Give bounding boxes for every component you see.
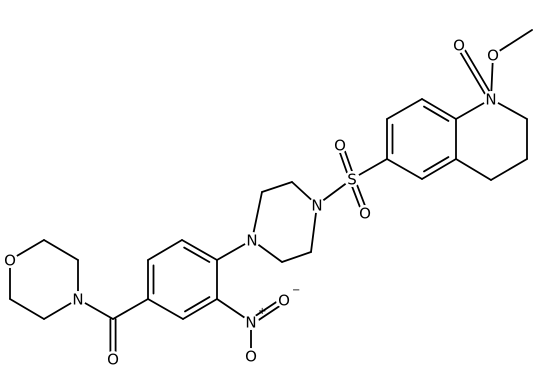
atom-mask-nitro-oxygen-right [276,292,292,308]
bond-a1-a2-inner [183,246,211,263]
bond-pb-npl [251,191,263,241]
bond-c5-c6 [386,158,423,180]
bond-a4-ca [112,298,149,320]
bond-m1-m2 [43,239,79,261]
bond-lines [9,29,533,360]
charge-nitro-oxygen-right: − [292,285,300,296]
bond-c8-c8a-inner [423,105,450,122]
bond-cc-oc-a [460,42,495,99]
atom-mask-quinoline-nitrogen [483,91,499,107]
atom-mask-morpholine-nitrogen [70,291,86,307]
atom-label-sulfonyl-oxygen-top: O [334,137,346,155]
atom-label-morpholine-oxygen: O [4,252,16,270]
bond-a5-a6 [182,298,218,320]
atom-mask-morpholine-oxygen [2,252,18,268]
bond-c8-c8a [421,98,457,120]
bond-pa-pb [261,181,293,193]
atom-label-morpholine-nitrogen: N [72,291,83,309]
atom-label-carbonyl-oxygen: O [453,37,465,55]
atom-mask-sulfonyl-oxygen-top [332,137,348,153]
atom-label-quinoline-nitrogen: N [485,91,496,109]
bond-c4a-c5-inner [423,156,450,173]
atom-mask-sulfonyl-oxygen-bottom [357,205,373,221]
bond-a1-a2 [181,239,218,261]
bond-a5-a6-inner [184,296,211,313]
atom-label-piperazine-nitrogen-right: N [311,197,322,215]
bond-pc-pd [281,251,312,263]
bond-c3-c4 [490,158,528,181]
atom-mask-piperazine-nitrogen-left [244,232,260,248]
atom-mask-piperazine-nitrogen-right [309,197,325,213]
atom-label-ester-oxygen: O [487,47,499,65]
bond-m3-m4 [9,298,45,320]
atom-label-piperazine-nitrogen-left: N [246,232,257,250]
atom-label-nitro-oxygen-bottom: O [245,348,257,366]
bond-c4a-c5 [421,158,457,180]
atom-label-nitro-oxygen-right: O [278,292,290,310]
atom-mask-carbonyl-oxygen [451,37,467,53]
atom-mask-amide-oxygen [105,351,121,367]
atom-mask-ester-oxygen [485,47,501,63]
atom-label-sulfonyl-oxygen-bottom: O [359,205,371,223]
bond-a4-a5 [147,298,184,320]
atom-label-amide-oxygen: O [107,351,119,369]
bond-a2-a3 [147,239,183,261]
atom-mask-sulfur [344,171,360,187]
bond-c4-c4a [455,158,492,181]
atom-mask-nitro-oxygen-bottom [243,348,259,364]
atom-label-sulfur: S [347,171,357,189]
atom-label-nitro-nitrogen: N [245,314,256,332]
atom-mask-nitro-nitrogen [243,314,259,330]
charge-nitro-nitrogen: + [258,306,266,317]
bond-c7-c8 [386,98,423,120]
bond-cc-oc-b [455,45,490,102]
